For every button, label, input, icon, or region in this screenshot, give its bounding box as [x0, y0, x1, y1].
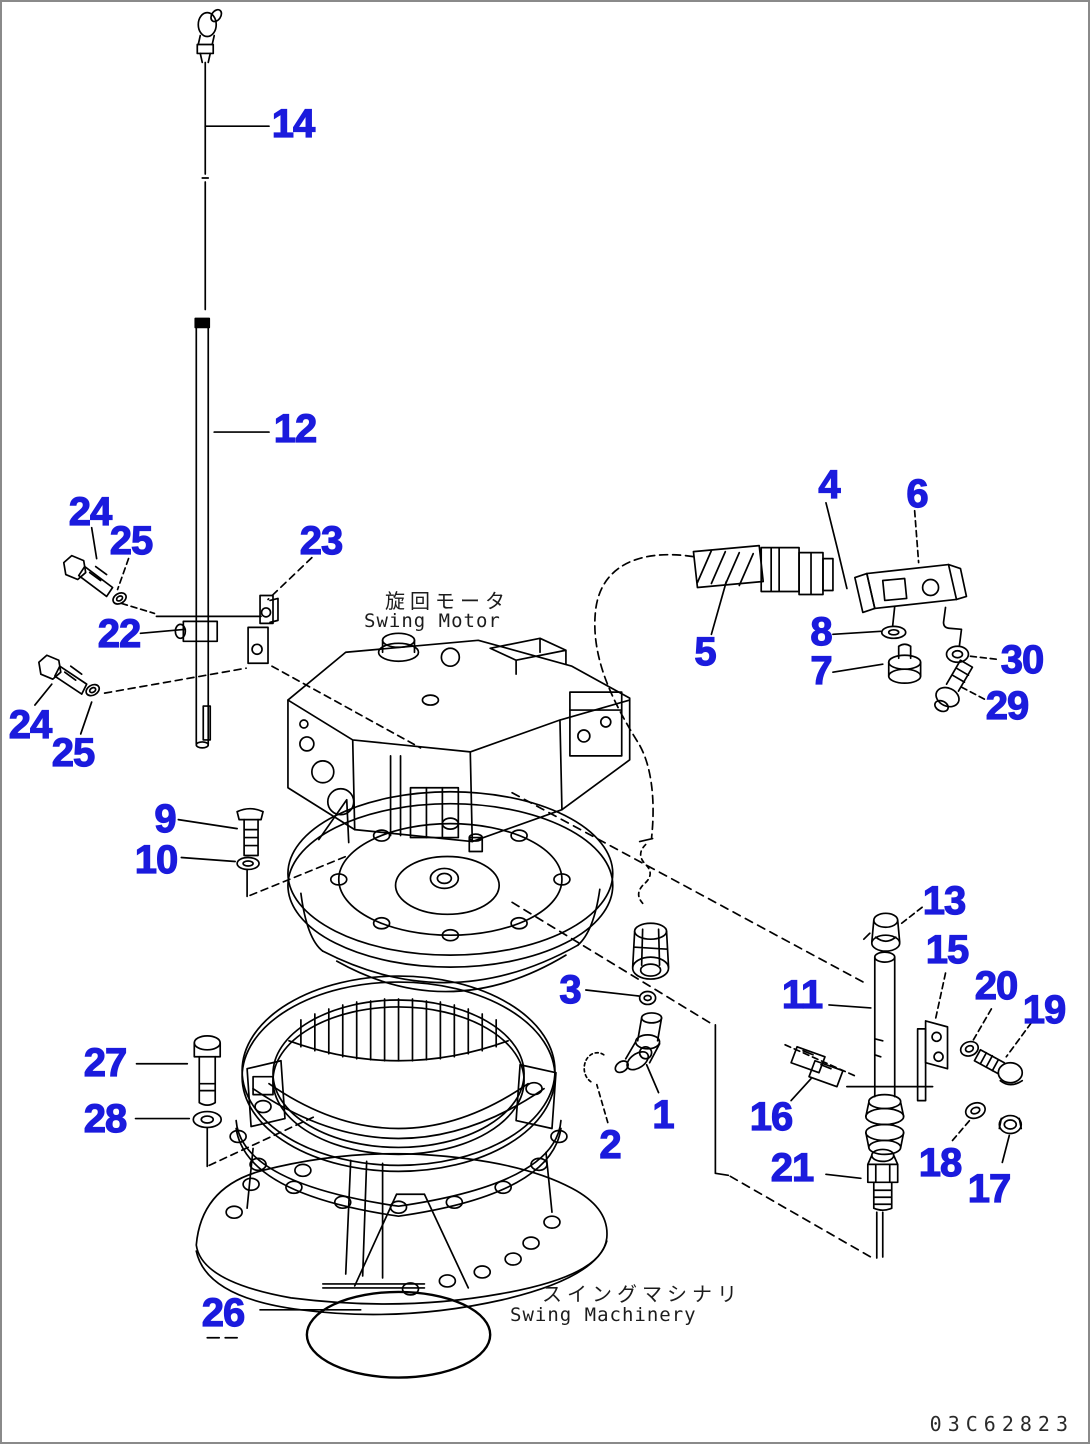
swing-machinery-drawing [195, 975, 608, 1316]
swing-motor-drawing [287, 632, 631, 843]
swing-machinery-label-jp: スイングマシナリ [542, 1282, 742, 1306]
swing-machinery-label-en: Swing Machinery [510, 1304, 697, 1326]
center-fittings-drawing [583, 837, 670, 1124]
bolt27-washer28-drawing [134, 1034, 318, 1168]
document-code: 03C62823 [929, 1412, 1074, 1436]
swing-motor-label-jp: 旋回モータ [385, 589, 510, 613]
oring26-drawing [206, 1290, 492, 1379]
dipstick-drawing [196, 8, 270, 311]
reference-lines [511, 791, 878, 1259]
pipe-assembly-drawing [784, 904, 1033, 1258]
hose-and-bracket-drawing [594, 501, 998, 839]
bolt9-washer10-drawing [177, 807, 347, 898]
swing-motor-label-en: Swing Motor [364, 610, 501, 632]
motor-flange-drawing [287, 790, 614, 993]
tube-and-clamp-drawing [34, 317, 422, 749]
